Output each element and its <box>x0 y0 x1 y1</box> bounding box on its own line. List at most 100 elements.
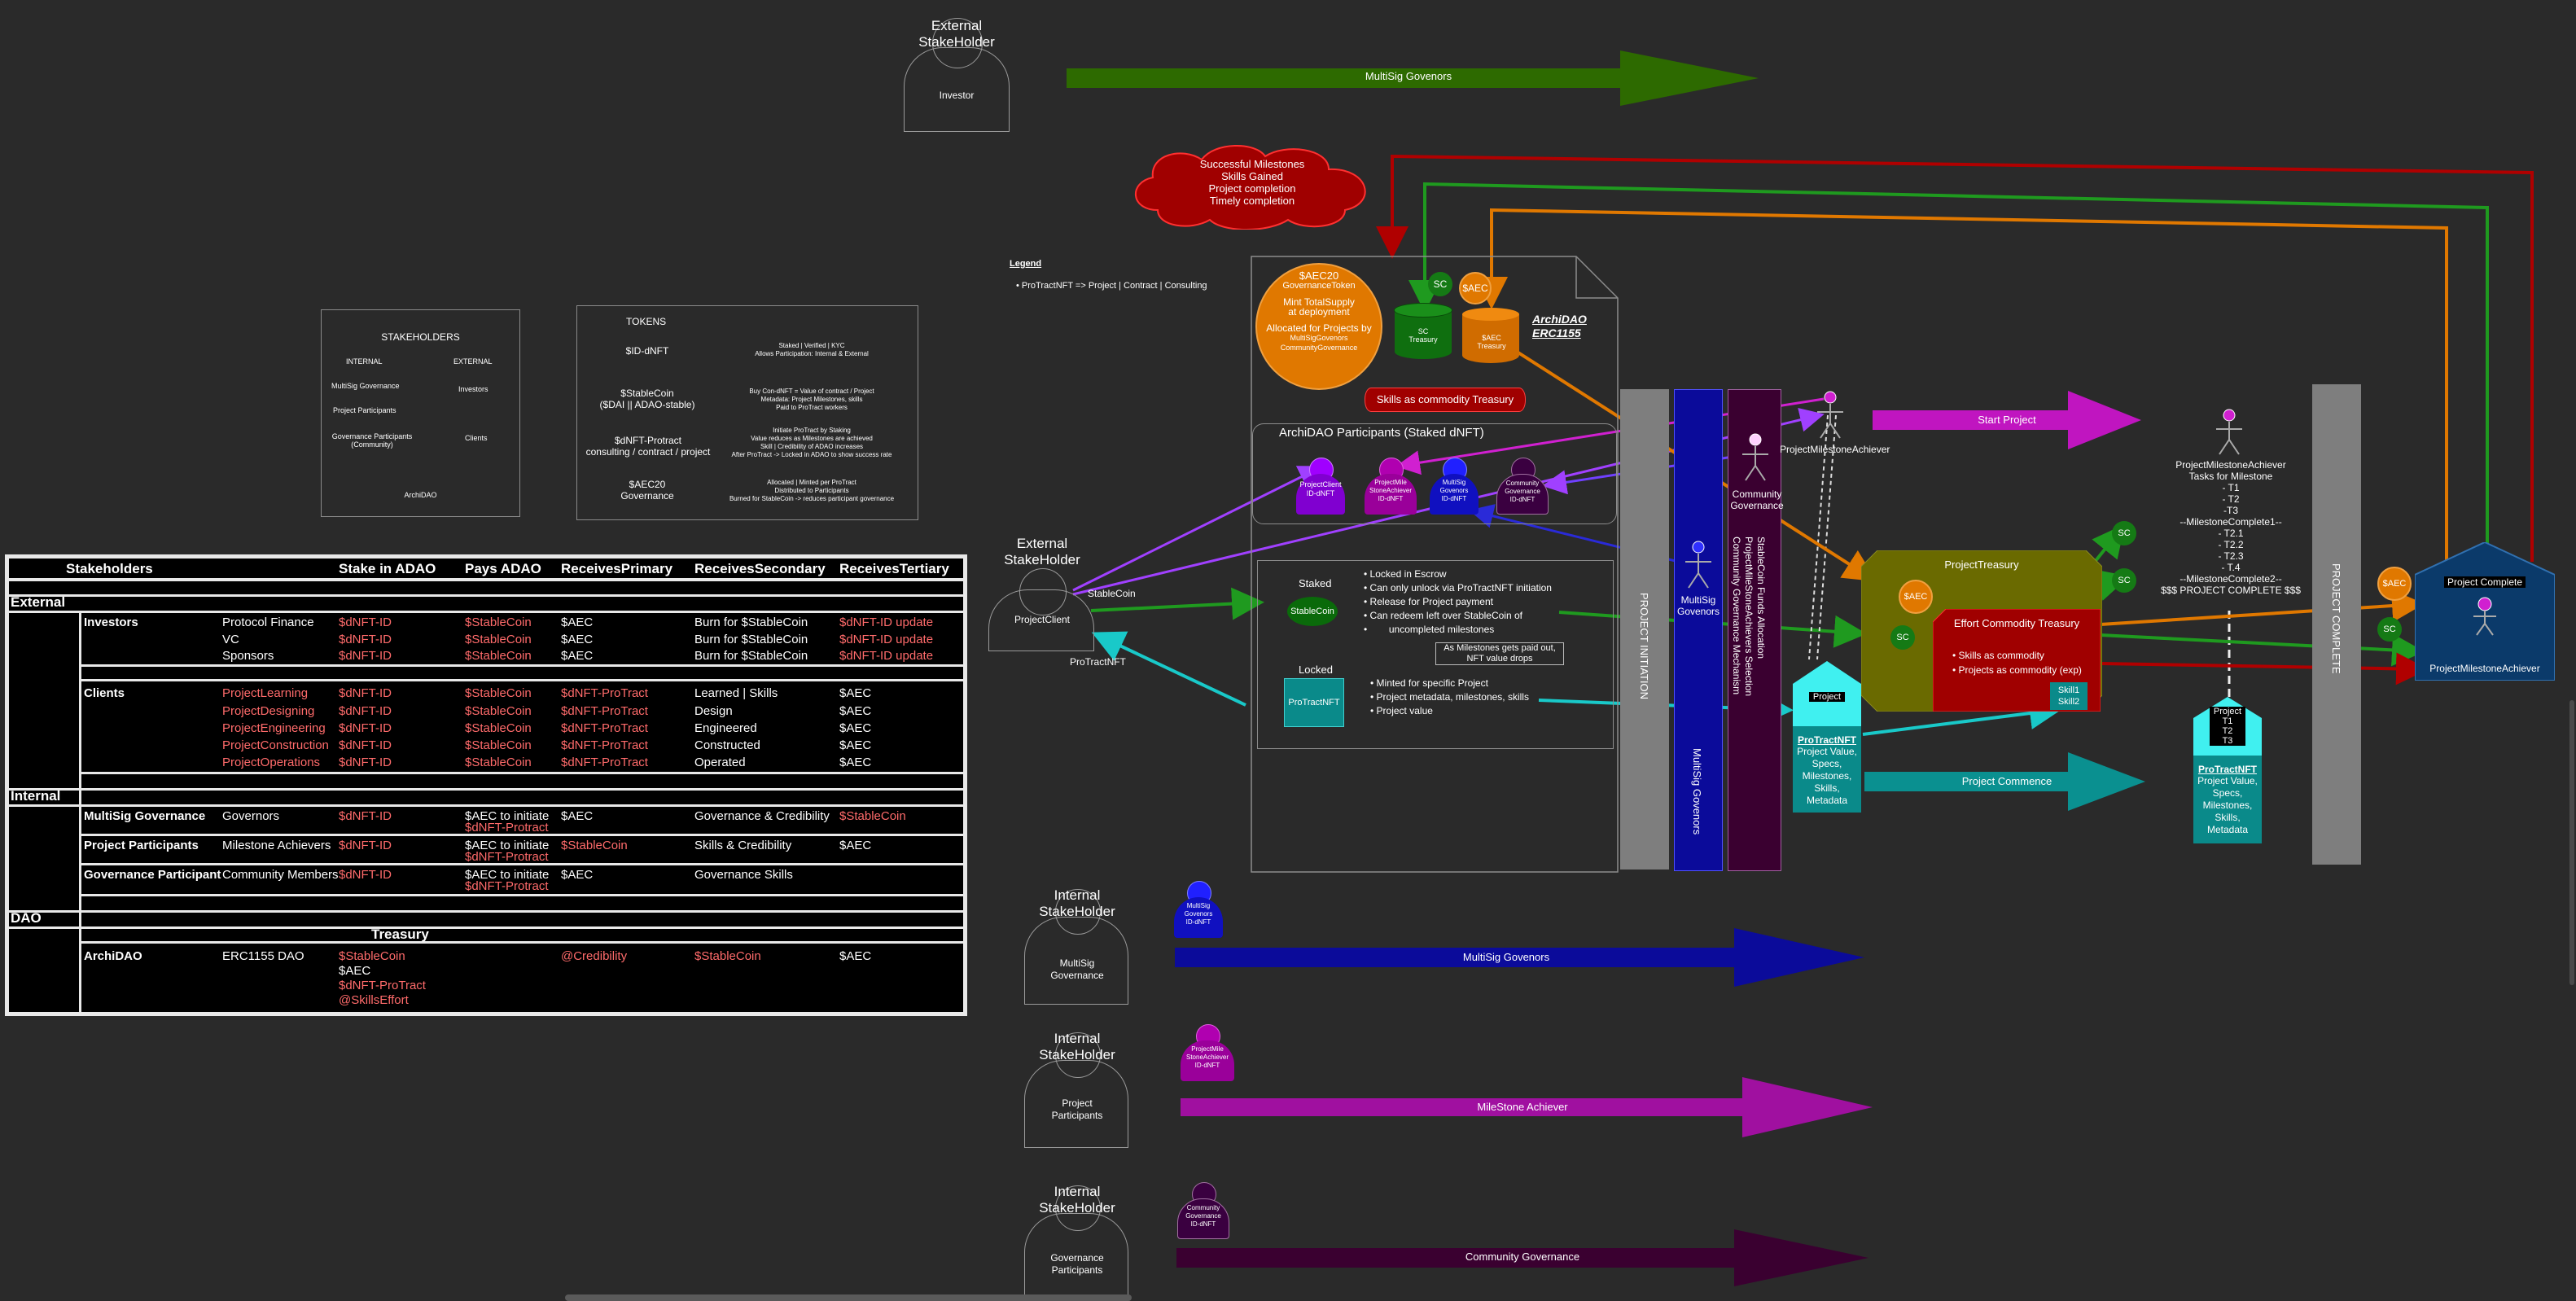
project-nft-house: Project ProTractNFT Project Value,Specs,… <box>1793 661 1861 813</box>
aec-line: MultiSigGovenors <box>1290 334 1348 342</box>
internal-stakeholder-governance: Internal StakeHolder Governance Particip… <box>1023 1181 1132 1299</box>
project-complete-bar: PROJECT COMPLETE <box>2312 384 2361 865</box>
sh-row-internal: Project Participants <box>333 406 396 414</box>
table-rule <box>9 578 963 581</box>
task-line: - T2.1 <box>2218 528 2244 539</box>
cell: Sponsors <box>222 649 274 663</box>
row-label: ArchiDAO <box>84 949 142 963</box>
horizontal-scrollbar[interactable] <box>565 1294 1132 1301</box>
sh-row-internal: MultiSig Governance <box>331 382 400 390</box>
staked-item: • Can only unlock via ProTractNFT initia… <box>1364 582 1552 594</box>
aec-line: Allocated for Projects by <box>1266 322 1372 334</box>
cell: $dNFT-ID <box>339 721 392 735</box>
cell: Governance Skills <box>694 868 793 882</box>
row-label: MultiSig Governance <box>84 809 206 823</box>
cell: $dNFT-ID <box>339 649 392 663</box>
cell: $dNFT-ID <box>339 615 392 629</box>
aec-line: CommunityGovernance <box>1280 344 1358 352</box>
internal-label: INTERNAL <box>346 357 383 366</box>
multisig-badge-figure: MultiSig Govenors ID-dNFT <box>1174 881 1223 940</box>
cell: $dNFT-Protract <box>465 879 549 893</box>
aec-line: Mint TotalSupply <box>1283 296 1355 308</box>
stablecoin-token: StableCoin <box>1287 597 1338 626</box>
sh-footer: ArchiDAO <box>404 491 437 499</box>
cell: $AEC <box>839 756 872 769</box>
participants-title: ArchiDAO Participants (Staked dNFT) <box>1279 426 1484 440</box>
external-label: EXTERNAL <box>453 357 493 366</box>
cell: $dNFT-ID update <box>839 615 934 629</box>
sc-badge: SC <box>1428 272 1452 296</box>
stakeholder-body-label: Project Participants <box>1051 1097 1103 1121</box>
participants-box: ArchiDAO Participants (Staked dNFT) <box>1252 423 1617 524</box>
effort-treasury-title: Effort Commodity Treasury <box>1953 617 2080 629</box>
task-line: - T1 <box>2222 482 2240 493</box>
cloud-shape <box>1135 145 1366 230</box>
cell: $AEC to initiate <box>465 868 550 882</box>
stablecoin-fund-bar: StableCoin Funds Allocation ProjectMileS… <box>1728 389 1781 871</box>
cell: $dNFT-ProTract <box>339 979 426 992</box>
participant-label: MultiSig Govenors ID-dNFT <box>1430 474 1479 515</box>
table-rule <box>79 772 963 774</box>
effort-list: • Skills as commodity • Projects as comm… <box>1952 648 2082 677</box>
aec-line: GovernanceToken <box>1282 281 1356 291</box>
col-header: Stakeholders <box>66 561 153 576</box>
bar-label: MultiSig Govenors <box>1691 748 1703 835</box>
bar-label: PROJECT INITIATION <box>1638 593 1650 699</box>
bar-label: StableCoin Funds Allocation ProjectMileS… <box>1731 537 1767 697</box>
task-actor-icon <box>2216 409 2242 455</box>
cloud-text: Successful Milestones Skills Gained Proj… <box>1158 158 1347 207</box>
aec20-governance-circle: $AEC20 GovernanceToken Mint TotalSupply … <box>1255 263 1382 390</box>
cell: $dNFT-Protract <box>465 850 549 864</box>
project-house-nft: ProTractNFT <box>1797 734 1856 746</box>
staked-item: • Can redeem left over StableCoin of <box>1364 610 1522 621</box>
stablecoin-flow-label: StableCoin <box>1088 588 1136 599</box>
col-header: Pays ADAO <box>465 561 541 576</box>
cell: $AEC <box>839 839 872 852</box>
staked-list: • Locked in Escrow • Can only unlock via… <box>1364 567 1552 637</box>
col-header: Stake in ADAO <box>339 561 436 576</box>
token-name: $dNFT-Protract consulting / contract / p… <box>585 435 711 458</box>
col-header: ReceivesSecondary <box>694 561 826 576</box>
investor-stakeholder: External StakeHolder Investor <box>904 15 1010 134</box>
tokens-title: TOKENS <box>626 316 667 327</box>
cell: Engineered <box>694 721 757 735</box>
table-rule <box>79 834 963 836</box>
project-house-desc: Project Value,Specs,Milestones,Skills,Me… <box>1797 746 1857 806</box>
archidao-document <box>1251 256 1619 873</box>
cell: Burn for $StableCoin <box>694 633 808 646</box>
token-desc: Staked | Verified | KYC Allows Participa… <box>755 342 869 357</box>
cell: $StableCoin <box>465 686 532 700</box>
investors-label: Investors <box>84 615 138 629</box>
stakeholder-table: Stakeholders Stake in ADAO Pays ADAO Rec… <box>5 554 967 1016</box>
table-rule <box>79 863 963 865</box>
cell: $StableCoin <box>465 704 532 718</box>
table-rule <box>79 941 963 944</box>
project-house2-nft: ProTractNFT <box>2197 764 2257 775</box>
cell: $StableCoin <box>339 949 405 963</box>
cell: $dNFT-ID <box>339 839 392 852</box>
cell: $dNFT-Protract <box>465 821 549 834</box>
project-initiation-bar: PROJECT INITIATION <box>1620 389 1669 870</box>
cell: ProjectConstruction <box>222 738 329 752</box>
cell: $StableCoin <box>465 738 532 752</box>
cell: ERC1155 DAO <box>222 949 304 963</box>
cyl-top <box>1462 308 1519 321</box>
section-dao: DAO <box>11 910 42 926</box>
token-desc: Buy Con-dNFT = Value of contract / Proje… <box>749 388 874 411</box>
badge-label: ProjectMile StoneAchiever ID-dNFT <box>1181 1040 1234 1081</box>
task-line: - T2 <box>2222 493 2240 505</box>
task-line: - T2.2 <box>2218 539 2244 550</box>
project-house-label: Project <box>1809 692 1845 702</box>
effort-item: • Projects as commodity (exp) <box>1952 664 2082 676</box>
task-line: - T.4 <box>2221 562 2241 573</box>
stakeholder-title: Internal StakeHolder <box>1039 887 1115 919</box>
locked-item: • Project metadata, milestones, skills <box>1370 691 1529 703</box>
table-rule <box>79 611 81 1013</box>
table-rule <box>79 894 963 896</box>
vertical-scrollbar[interactable] <box>2569 700 2574 985</box>
stakeholder-title: Internal StakeHolder <box>1039 1031 1115 1062</box>
participant-community: Community Governance ID-dNFT <box>1496 458 1549 516</box>
cell: Skills & Credibility <box>694 839 792 852</box>
